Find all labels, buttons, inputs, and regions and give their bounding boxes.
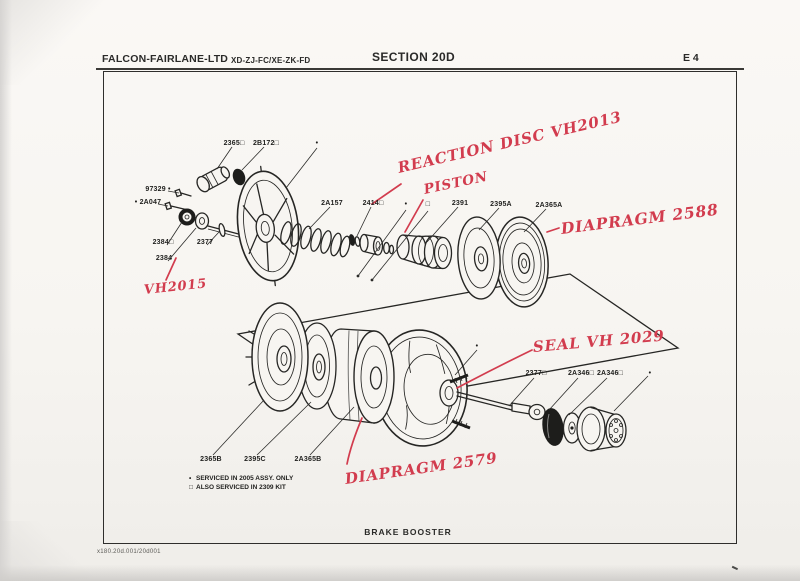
part-label-2384-sq: 2384□ — [152, 239, 174, 246]
part-label-97329: 97329 • — [145, 186, 171, 193]
service-legend: • SERVICED IN 2005 ASSY. ONLY □ALSO SERVI… — [189, 475, 293, 492]
part-label-2365: 2365□ — [223, 140, 245, 147]
red-ink-leader-strokes — [165, 183, 560, 465]
part-label-2365b: 2365B — [200, 456, 222, 463]
diaphragm-plate-2395a — [457, 216, 501, 300]
leader-dot-marker: • — [315, 140, 319, 147]
leader-dot-marker: • — [648, 370, 652, 377]
part-label-2a365a: 2A365A — [535, 202, 563, 209]
front-dish-2365b — [245, 302, 309, 412]
diaphragm-2a365a — [495, 216, 549, 308]
return-spring-2a157 — [280, 221, 351, 258]
part-label-2377-top: 2377 — [196, 239, 214, 246]
legend-dot-marker: • — [189, 475, 192, 482]
diagram-frame — [103, 71, 737, 544]
part-label-2a157: 2A157 — [321, 200, 343, 207]
header-section-title: SECTION 20D — [372, 50, 456, 64]
front-housing-shell — [236, 165, 300, 287]
part-label-2414: 2414□ — [362, 200, 384, 207]
part-label-2395c: 2395C — [244, 456, 266, 463]
header-page-ref: E 4 — [683, 52, 699, 64]
diaphragm-drum-2a365b — [323, 328, 395, 424]
valve-group-2414 — [348, 233, 395, 256]
hub-cup-with-bolt-circle — [576, 406, 627, 452]
scan-edge-shading — [0, 565, 800, 581]
legend-item: • SERVICED IN 2005 ASSY. ONLY — [189, 475, 293, 484]
part-label-2391: 2391 — [451, 200, 469, 207]
leader-dot-marker: • — [475, 343, 479, 350]
output-rod-and-clevis — [456, 391, 546, 421]
header-model-codes: XD-ZJ-FC/XE-ZK-FD — [231, 56, 311, 65]
scan-edge-shading — [0, 0, 12, 581]
part-label-2b172: 2B172□ — [252, 140, 280, 147]
part-label-2a346-plate: 2A346□ — [596, 370, 624, 377]
part-label-2a365b: 2A365B — [294, 456, 322, 463]
leader-lines — [157, 146, 649, 456]
boot-2a346 — [542, 408, 564, 446]
part-label-2a047: • 2A047 — [134, 199, 162, 206]
check-valve-2365 — [196, 166, 231, 193]
piston-assembly-2391 — [396, 234, 453, 270]
legend-text: ALSO SERVICED IN 2309 KIT — [196, 483, 286, 491]
legend-item: □ALSO SERVICED IN 2309 KIT — [189, 484, 293, 493]
header-brand: FALCON-FAIRLANE-LTD — [102, 53, 229, 65]
part-label-2377-lower: 2377□ — [525, 370, 547, 377]
leader-square-marker: □ — [425, 201, 431, 208]
scan-corner-shading — [0, 0, 110, 85]
leader-dot-marker: • — [404, 201, 408, 208]
part-label-2384: 2384 — [155, 255, 173, 262]
legend-square-marker: □ — [189, 483, 193, 491]
legend-text: SERVICED IN 2005 ASSY. ONLY — [196, 475, 294, 482]
grommet-2b172 — [232, 168, 246, 186]
part-label-2395a: 2395A — [490, 201, 512, 208]
washer-plate-2a346 — [562, 412, 582, 444]
header-rule — [96, 68, 744, 70]
part-label-2a346-boot: 2A346□ — [567, 370, 595, 377]
bearing-2384 — [178, 208, 210, 230]
doc-code: x180.20d.001/20d001 — [97, 549, 161, 555]
diagram-caption: BRAKE BOOSTER — [364, 527, 452, 537]
